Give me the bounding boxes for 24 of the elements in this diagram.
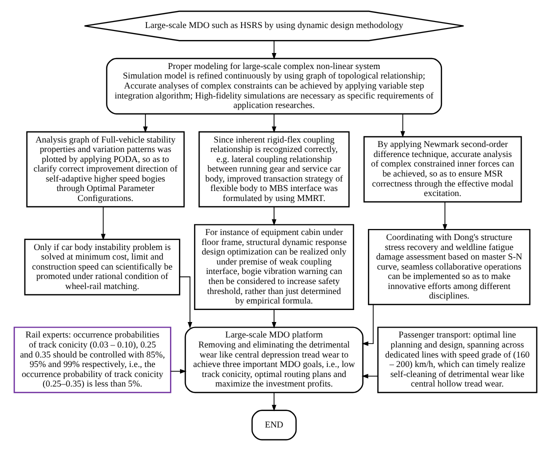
arrow: [271, 309, 276, 328]
arrow: [170, 369, 186, 374]
arrow: [361, 304, 374, 346]
node-box: Analysis graph of Full-vehicle stability properties and variation patterns was plotted by applying PODA, so as to clarify correct improvement direction of self-adaptive higher speed bogies through Optimal Parameter Configurations.: [26, 131, 184, 208]
node-box: Passenger transport: optimal line planning and design, spanning across dedicated lines with speed grade of (160 – 200) km/h, which can timely realize self-cleaning of detrimental wear like central hollow tread wear.: [376, 326, 537, 394]
arrow: [179, 276, 192, 329]
node-box: Since inherent rigid-flex coupling relationship is recognized correctly, e.g. lateral coupling relationship between running gear and service car body, improved transaction strategy of flexible body to MBS interface was formulated by using MMRT.: [198, 131, 350, 208]
arrow: [100, 206, 106, 240]
arrow: [271, 392, 276, 412]
node-box: For instance of equipment cabin under floor frame, structural dynamic response design optimization can be realized only under premise of weak coupling interface, bogie vibration warning can then be considered to increase safety threshold, rather than just determined by empirical formula.: [194, 224, 354, 310]
node-box: Rail experts: occurrence probabilities of track conicity (0.03 – 0.10), 0.25 and 0.35 should be controlled with 85%, 95% and 99% respectively, i.e., the occurrence probability of track conicity (0.25–0.35) is less than 5%.: [13, 326, 171, 394]
node-box: Large-scale MDO platform Removing and eliminating the detrimental wear like central depression tread wear to achieve three important MDO goals, i.e., low track conicity, optimal routing plans and maximize the investment profits.: [184, 326, 363, 394]
arrow: [271, 114, 276, 133]
arrow: [442, 202, 447, 231]
node-box: Coordinating with Dong's structure stress recovery and weldline fatigue damage assessment based on master S-N curve, seamless collaborative operations can be implemented so as to make innovative efforts among different disciplines.: [367, 228, 530, 306]
node-box: END: [250, 410, 296, 440]
arrow: [271, 206, 276, 226]
arrow: [400, 114, 405, 138]
arrow: [361, 374, 378, 378]
node-box: By applying Newmark second-order difference technique, accurate analysis of complex constrained inner forces can be achieved, so as to ensure MSR correctness through the effective modal excitation.: [362, 136, 522, 202]
node-box: Only if car body instability problem is solved at minimum cost, limit and construction speed can scientifically be promoted under rational condition of wheel-rail matching.: [24, 238, 180, 296]
node-box: Proper modeling for large-scale complex non-linear system Simulation model is refined continuously by using graph of topological relationship; Accurate analyses of complex constraints can be achieved by applying variable step integration algorithm; High-fidelity simulations are necessary as specific requirements of application researches.: [106, 58, 442, 115]
arrow: [271, 40, 276, 60]
arrow: [142, 114, 148, 133]
